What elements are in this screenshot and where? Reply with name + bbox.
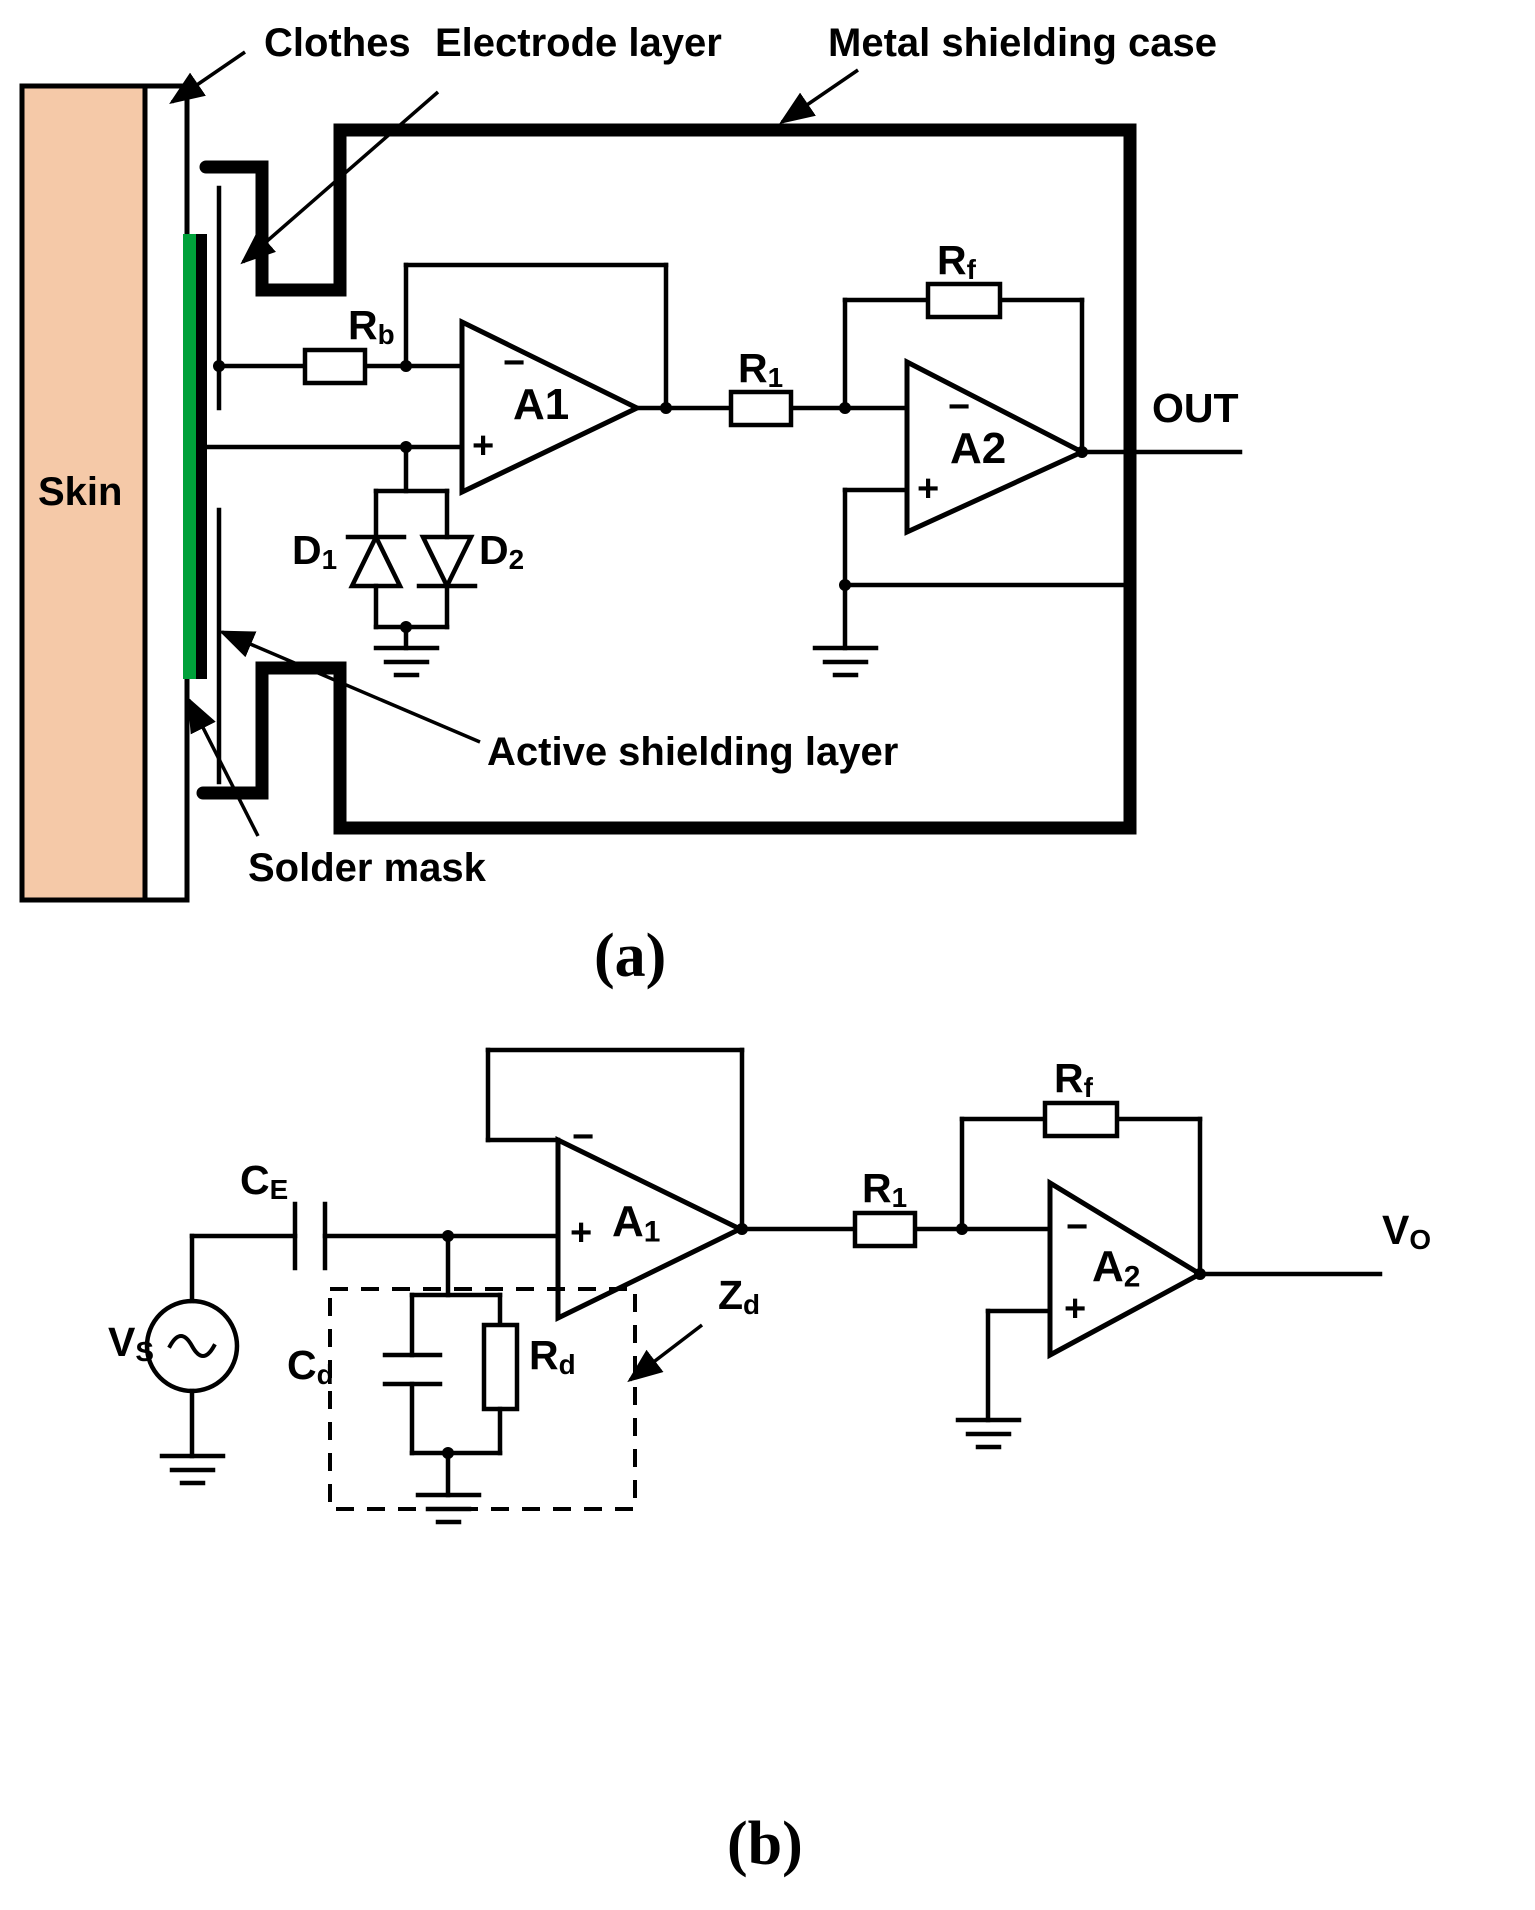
a1-b-plus-input-sign: + (570, 1212, 593, 1254)
label-resistor-r1: R1 (738, 348, 783, 392)
r1b-text: R (862, 1165, 892, 1211)
a2-minus-input-sign: − (948, 386, 971, 428)
label-opamp-a1-b: A1 (612, 1200, 660, 1247)
label-output-vo: VO (1382, 1210, 1431, 1254)
ce-sub: E (269, 1174, 289, 1206)
vs-text: V (108, 1319, 136, 1365)
d2-sub: 2 (508, 544, 525, 576)
panel-a-resistors (302, 281, 1003, 428)
leader-clothes (169, 50, 246, 104)
label-source-vs: VS (108, 1322, 154, 1366)
a2-b-plus-input-sign: + (1064, 1288, 1087, 1330)
d1-text: D (292, 527, 322, 573)
d2-text: D (479, 527, 509, 573)
panel-b-resistors (852, 1100, 1120, 1249)
resistor-rf (925, 281, 1003, 320)
rd-sub: d (558, 1349, 576, 1381)
resistor-rf-b (1042, 1100, 1120, 1139)
rfb-sub: f (1083, 1072, 1093, 1104)
metal-shielding-case (196, 123, 1137, 835)
rb-text: R (348, 302, 378, 348)
panel-a-leaders (169, 50, 859, 837)
label-diode-d2: D2 (479, 530, 524, 574)
label-opamp-a1: A1 (513, 380, 570, 429)
cd-text: C (287, 1342, 317, 1388)
a2b-text: A (1092, 1242, 1124, 1291)
vo-text: V (1382, 1207, 1410, 1253)
label-resistor-rf: Rf (937, 240, 976, 284)
zd-text: Z (718, 1272, 744, 1318)
leader-case (779, 68, 859, 124)
label-impedance-zd: Zd (718, 1275, 760, 1319)
leader-zd (627, 1323, 704, 1383)
panel-b-junctions (442, 1223, 1206, 1459)
panel-b-leaders (627, 1323, 704, 1383)
a1b-text: A (612, 1197, 644, 1246)
ce-text: C (240, 1157, 270, 1203)
label-metal-shielding-case: Metal shielding case (828, 21, 1218, 65)
rf-sub: f (966, 254, 976, 286)
label-capacitor-ce: CE (240, 1160, 288, 1204)
label-electrode-layer: Electrode layer (435, 21, 722, 65)
label-opamp-a2: A2 (950, 424, 1007, 473)
a1-plus-input-sign: + (472, 425, 495, 467)
panel-a-junctions (213, 360, 1088, 633)
rd-text: R (529, 1332, 559, 1378)
a2b-sub: 2 (1123, 1260, 1141, 1294)
panel-letter-b: (b) (727, 1810, 803, 1878)
panel-letter-a: (a) (594, 922, 667, 990)
skin-block (19, 83, 148, 903)
label-output-out: OUT (1152, 385, 1239, 431)
rf-text: R (937, 237, 967, 283)
label-resistor-r1-b: R1 (862, 1168, 907, 1212)
vs-sub: S (135, 1336, 154, 1368)
a2-plus-input-sign: + (917, 468, 940, 510)
label-skin: Skin (38, 470, 123, 514)
electrode-layer-green (183, 234, 198, 679)
label-active-shielding-layer: Active shielding layer (487, 730, 899, 774)
label-clothes: Clothes (264, 21, 411, 65)
label-resistor-rf-b: Rf (1054, 1058, 1093, 1102)
a1-b-minus-input-sign: − (572, 1116, 595, 1158)
panel-a-wires (197, 185, 1243, 785)
leader-electrode (240, 90, 440, 265)
panel-b-wires (144, 1047, 1383, 1525)
label-resistor-rb: Rb (348, 305, 395, 349)
resistor-r1 (728, 389, 794, 428)
label-solder-mask: Solder mask (248, 846, 486, 890)
clothes-layer (142, 83, 190, 903)
a1b-sub: 1 (643, 1215, 661, 1249)
resistor-rb (302, 347, 368, 386)
vo-sub: O (1409, 1224, 1432, 1256)
a1-minus-input-sign: − (503, 342, 526, 384)
r1b-sub: 1 (891, 1182, 908, 1214)
zd-sub: d (743, 1289, 761, 1321)
leader-solder-mask (187, 696, 260, 837)
label-opamp-a2-b: A2 (1092, 1245, 1140, 1292)
r1-text: R (738, 345, 768, 391)
solder-mask-black (196, 234, 207, 679)
resistor-r1-b (852, 1210, 918, 1249)
label-diode-d1: D1 (292, 530, 337, 574)
rb-sub: b (377, 319, 395, 351)
r1-sub: 1 (767, 362, 784, 394)
d1-sub: 1 (321, 544, 338, 576)
leader-active-shield (218, 630, 481, 744)
cd-sub: d (316, 1359, 334, 1391)
label-resistor-rd: Rd (529, 1335, 576, 1379)
label-capacitor-cd: Cd (287, 1345, 334, 1389)
a2-b-minus-input-sign: − (1066, 1206, 1089, 1248)
rfb-text: R (1054, 1055, 1084, 1101)
zd-dashed-box (328, 1287, 637, 1511)
